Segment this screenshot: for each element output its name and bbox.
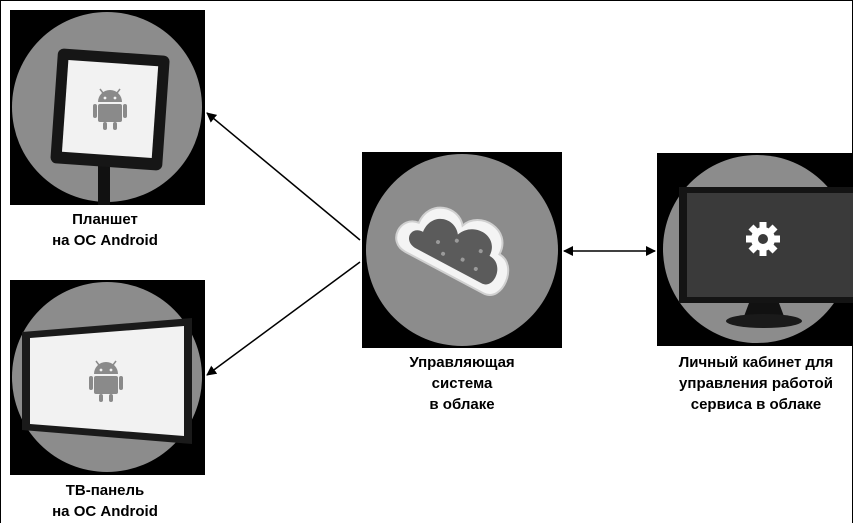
cloud-icon bbox=[366, 154, 558, 346]
tv-label-line-1: ТВ-панель bbox=[65, 482, 145, 499]
cloud-label-line-3: в облаке bbox=[429, 396, 495, 413]
cabinet-node-panel bbox=[657, 153, 853, 346]
tablet-label-line-1: Планшет bbox=[72, 211, 138, 228]
cabinet-node-label: Личный кабинет для управления работой се… bbox=[658, 352, 854, 415]
cloud-node-label: Управляющая система в облаке bbox=[357, 352, 567, 415]
tv-label-line-2: на ОС Android bbox=[52, 503, 158, 520]
cloud-node-panel bbox=[362, 152, 562, 348]
android-tv-panel-icon bbox=[12, 282, 202, 472]
tv-node-label: ТВ-панель на ОС Android bbox=[0, 480, 210, 522]
cloud-label-line-1: Управляющая bbox=[409, 354, 515, 371]
android-tablet-icon bbox=[12, 12, 202, 205]
cabinet-label-line-3: сервиса в облаке bbox=[690, 396, 822, 413]
cabinet-label-line-1: Личный кабинет для bbox=[678, 354, 834, 371]
cabinet-label-line-2: управления работой bbox=[679, 375, 833, 392]
tablet-node-label: Планшет на ОС Android bbox=[0, 209, 210, 251]
monitor-gear-icon bbox=[663, 155, 853, 343]
tablet-node-panel bbox=[10, 10, 205, 205]
cloud-label-line-2: система bbox=[431, 375, 493, 392]
tv-node-panel bbox=[10, 280, 205, 475]
tablet-label-line-2: на ОС Android bbox=[52, 232, 158, 249]
